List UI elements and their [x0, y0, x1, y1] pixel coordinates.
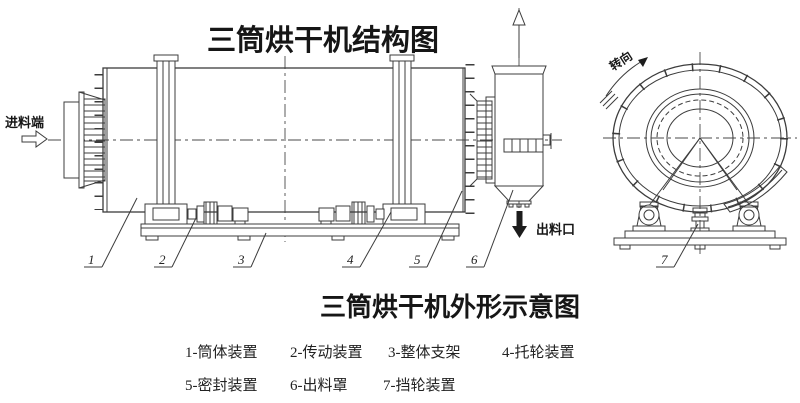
support-roller-right-endview [732, 201, 766, 232]
exhaust-arrow-icon [512, 8, 526, 58]
thrust-roller-device [690, 207, 710, 233]
riding-ring-2 [389, 54, 415, 210]
callout-7: 7 [661, 252, 668, 267]
end-view-base [613, 230, 787, 250]
callout-leaders: 1 2 3 4 5 6 [84, 189, 514, 268]
end-view: 转向 7 [599, 48, 797, 268]
roller-support-left [144, 203, 188, 225]
legend-item-3: 3-整体支架 [388, 344, 461, 361]
discharge-arrow-icon [516, 211, 523, 226]
callout-3: 3 [237, 252, 245, 267]
drive-unit-right [318, 201, 385, 225]
legend: 1-筒体装置 2-传动装置 3-整体支架 4-托轮装置 5-密封装置 6-出料罩… [185, 344, 575, 394]
callout-4: 4 [347, 252, 354, 267]
discharge-hood [491, 65, 552, 208]
legend-item-4: 4-托轮装置 [502, 344, 575, 361]
support-roller-left-endview [632, 201, 666, 232]
legend-item-7: 7-挡轮装置 [383, 377, 456, 394]
rotation-label: 转向 [606, 48, 634, 74]
legend-item-6: 6-出料罩 [290, 377, 348, 394]
inner-cylinders [645, 88, 755, 208]
riding-ring-1 [153, 54, 179, 210]
structure-view: 进料端 出料口 [5, 8, 575, 268]
legend-item-1: 1-筒体装置 [185, 344, 258, 361]
feed-arrow-icon [21, 130, 48, 148]
feed-assembly [63, 91, 106, 189]
seal-device [469, 93, 507, 187]
callout-5: 5 [414, 252, 421, 267]
drum-shell [94, 64, 475, 214]
outline-title: 三筒烘干机外形示意图 [320, 292, 580, 322]
legend-item-2: 2-传动装置 [290, 344, 363, 361]
legend-item-5: 5-密封装置 [185, 377, 258, 394]
callout-6: 6 [471, 252, 478, 267]
discharge-port-label: 出料口 [536, 222, 575, 237]
drive-unit-left [187, 201, 249, 225]
callout-7-group: 7 [656, 223, 699, 268]
discharge-label-group: 出料口 [512, 211, 575, 238]
rotation-direction-group: 转向 [599, 48, 648, 110]
roller-support-right [382, 203, 426, 225]
structure-title: 三筒烘干机结构图 [207, 23, 439, 57]
callout-1: 1 [88, 252, 95, 267]
feed-end-label-group: 进料端 [5, 115, 48, 148]
discharge-chute [723, 165, 788, 213]
feed-end-label: 进料端 [5, 115, 44, 130]
callout-2: 2 [159, 252, 166, 267]
